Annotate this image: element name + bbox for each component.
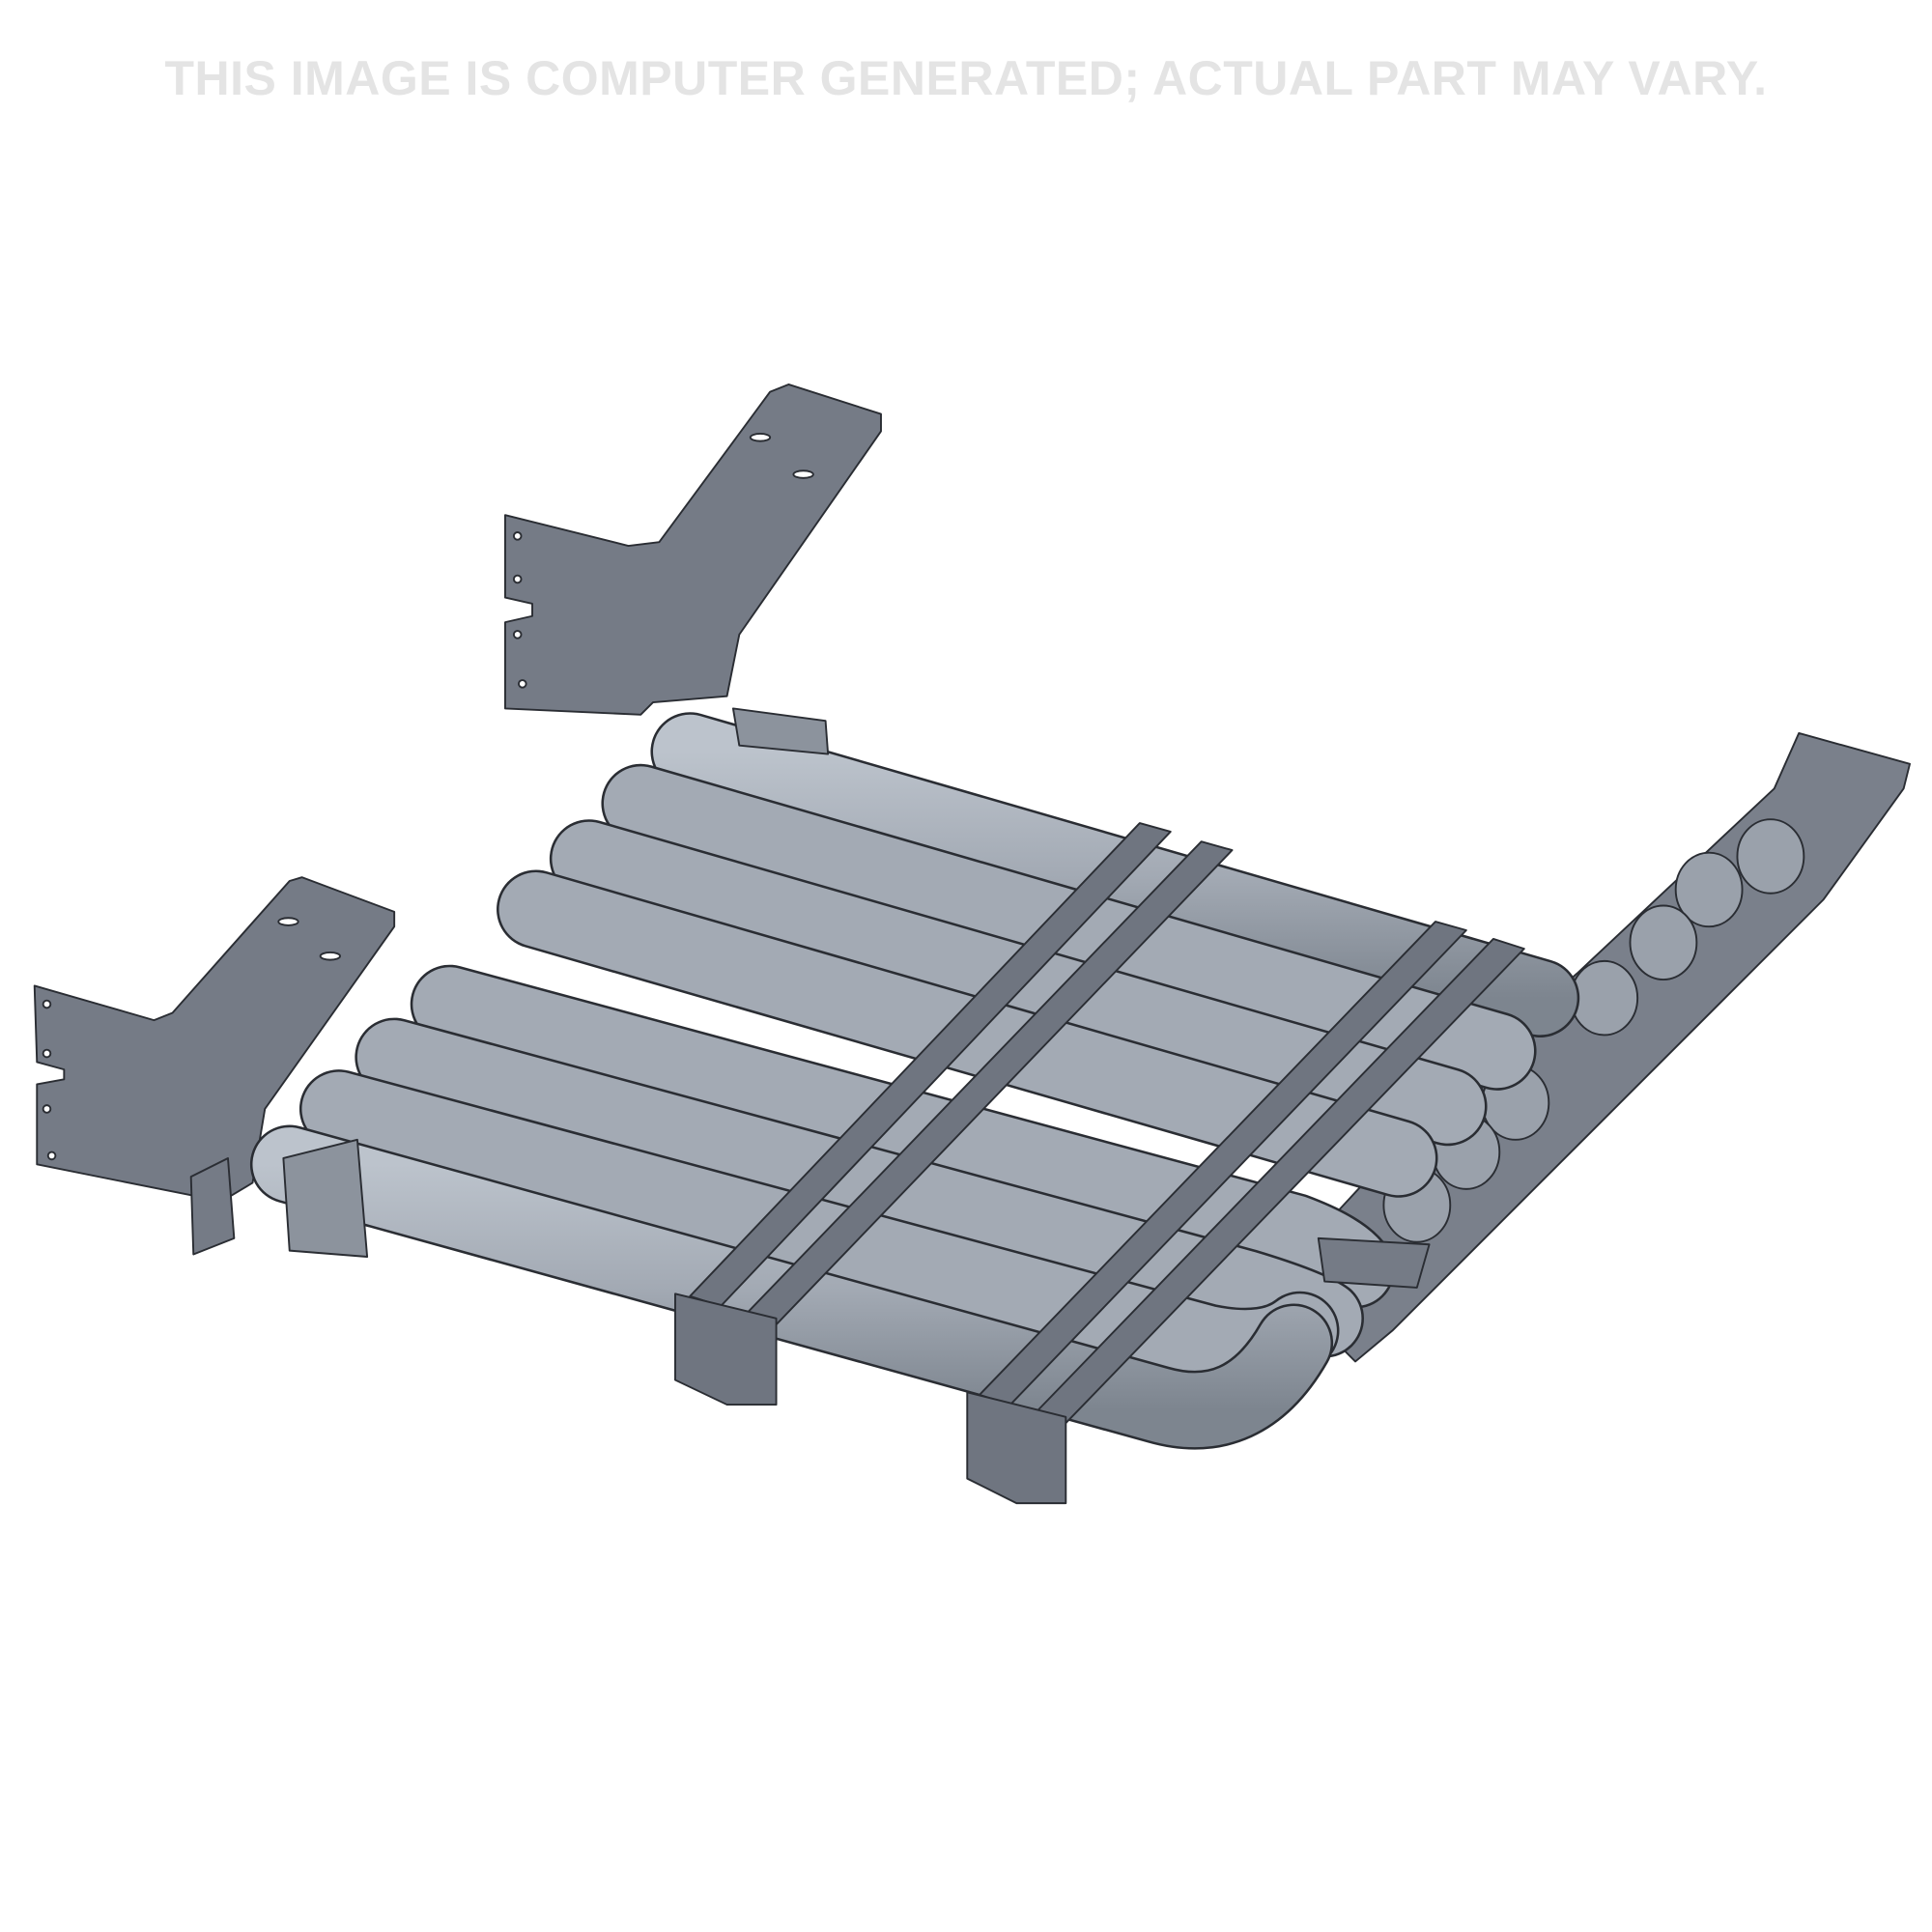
outlet-ports	[1382, 818, 1805, 1243]
inlet-flange	[282, 1138, 369, 1258]
front-tab	[189, 1157, 236, 1256]
crossbar-clamps	[674, 822, 1525, 1505]
bracket-holes	[42, 433, 814, 1161]
rail-tab	[1317, 1236, 1431, 1289]
rear-inlet-flange	[731, 707, 830, 755]
rear-mounting-bracket	[503, 383, 882, 716]
disclaimer-text: THIS IMAGE IS COMPUTER GENERATED; ACTUAL…	[164, 51, 1768, 105]
